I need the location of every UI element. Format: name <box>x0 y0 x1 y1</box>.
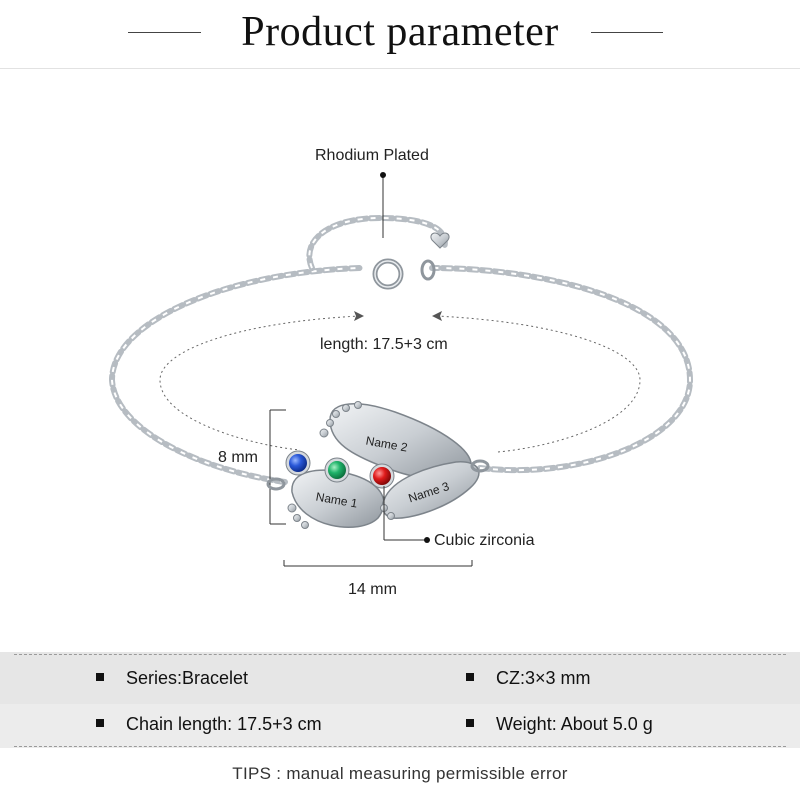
spec-row-2: Chain length: 17.5+3 cm Weight: About 5.… <box>0 704 800 748</box>
gem-green <box>324 457 350 483</box>
square-bullet-icon <box>466 719 474 728</box>
length-label: length: 17.5+3 cm <box>320 336 448 353</box>
page-title: Product parameter <box>241 9 559 55</box>
gem-red <box>369 463 395 489</box>
height-label: 8 mm <box>218 449 258 466</box>
gem-blue <box>285 450 311 476</box>
spec-series: Series:Bracelet <box>96 668 248 689</box>
spec-chain-length: Chain length: 17.5+3 cm <box>96 714 322 735</box>
square-bullet-icon <box>96 719 104 728</box>
width-label: 14 mm <box>348 581 397 598</box>
stone-pointer-dot <box>424 537 430 543</box>
spec-weight: Weight: About 5.0 g <box>466 714 653 735</box>
header-band: Product parameter <box>0 0 800 69</box>
spec-cz-text: CZ:3×3 mm <box>496 668 591 688</box>
bracelet-diagram: Name 2 Name 1 Name 3 <box>108 172 694 567</box>
jump-ring-icon <box>420 259 436 281</box>
material-label: Rhodium Plated <box>315 147 429 164</box>
chain-right <box>429 265 694 474</box>
square-bullet-icon <box>96 673 104 682</box>
title-rule-right <box>591 32 663 33</box>
spec-series-text: Series:Bracelet <box>126 668 249 688</box>
charm-name-3 <box>380 461 480 520</box>
spec-cz: CZ:3×3 mm <box>466 668 591 689</box>
extender-chain <box>306 214 448 271</box>
tips-note: TIPS : manual measuring permissible erro… <box>232 764 568 783</box>
chain-right-inner <box>431 267 692 472</box>
chain-left-inner <box>110 267 361 483</box>
length-arrow-right <box>432 311 442 321</box>
square-bullet-icon <box>466 673 474 682</box>
length-dotted-ellipse <box>159 315 641 453</box>
title-rule-left <box>128 32 201 33</box>
material-pointer-dot <box>380 172 386 178</box>
charm-name-1 <box>287 469 385 529</box>
spec-weight-text: Weight: About 5.0 g <box>496 714 653 734</box>
length-arrow-left <box>354 311 364 321</box>
stone-label: Cubic zirconia <box>434 532 535 549</box>
spec-row-1: Series:Bracelet CZ:3×3 mm <box>0 652 800 704</box>
spec-chain-length-text: Chain length: 17.5+3 cm <box>126 714 322 734</box>
heart-tag-icon <box>430 232 450 249</box>
